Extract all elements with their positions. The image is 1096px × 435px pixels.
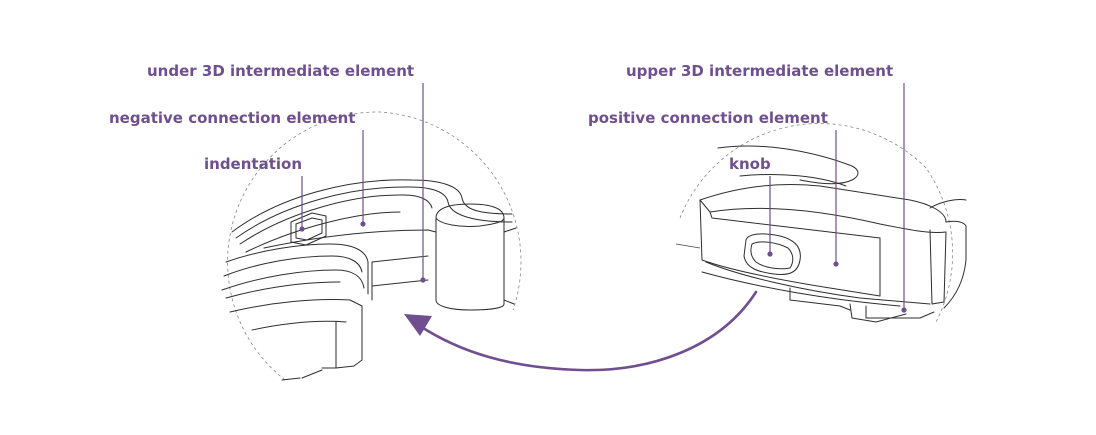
upper-element-body xyxy=(699,184,947,223)
knob-shape xyxy=(743,233,801,275)
right-detail-view xyxy=(675,123,967,323)
leader-lines xyxy=(299,83,907,313)
label-indentation: indentation xyxy=(204,155,302,173)
arrow-head xyxy=(404,314,432,336)
left-detail-circle xyxy=(227,111,522,381)
connection-arrow xyxy=(404,290,758,372)
label-negative-connection-element: negative connection element xyxy=(109,109,355,127)
label-upper-3d-intermediate-element: upper 3D intermediate element xyxy=(626,62,893,80)
label-positive-connection-element: positive connection element xyxy=(588,109,828,127)
under-element-outer-rim xyxy=(231,179,513,233)
right-detail-circle xyxy=(679,123,954,323)
label-under-3d-intermediate-element: under 3D intermediate element xyxy=(147,62,414,80)
left-detail-view xyxy=(221,111,522,381)
under-element-post xyxy=(435,203,505,311)
indentation-hole xyxy=(290,212,327,246)
label-knob: knob xyxy=(729,155,771,173)
arrow-curve xyxy=(418,290,758,372)
